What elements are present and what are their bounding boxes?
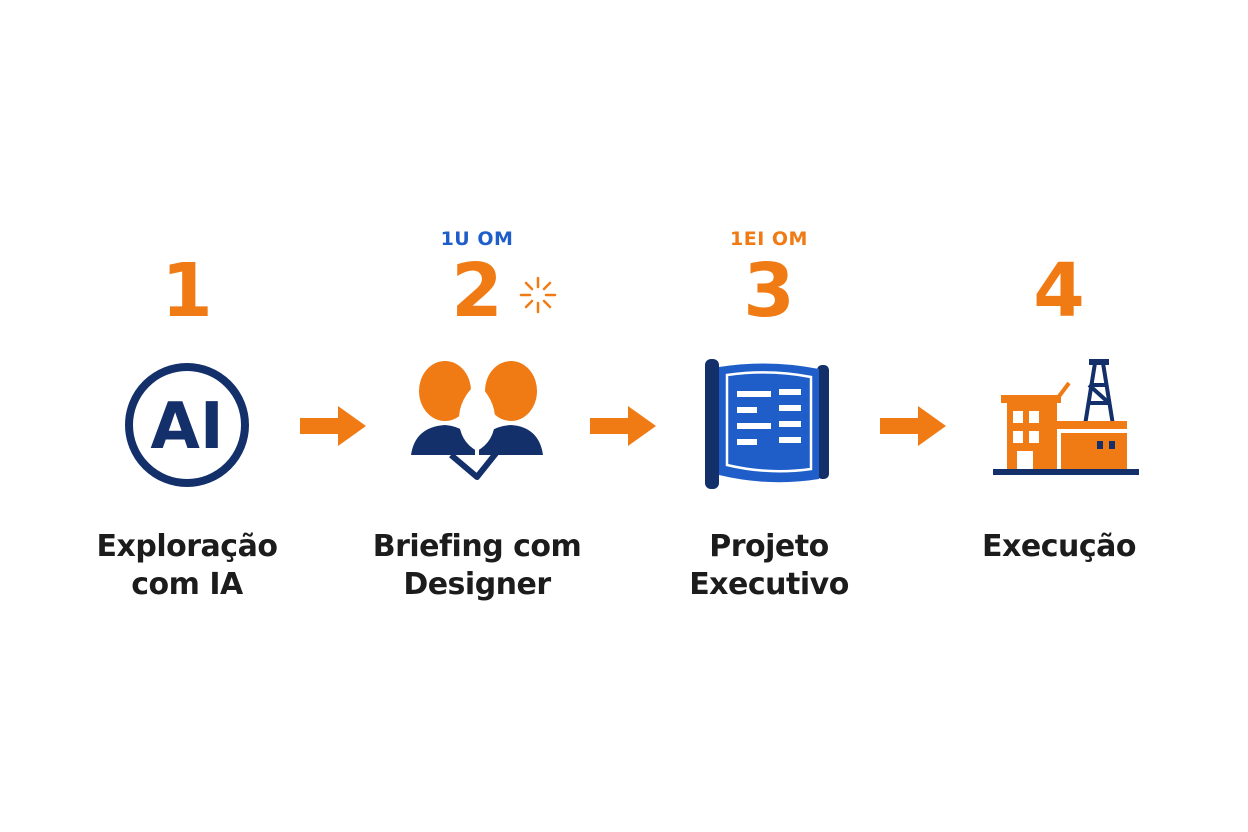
factory-icon <box>993 359 1139 475</box>
people-icon <box>411 361 543 480</box>
step-number: 2 <box>451 248 503 334</box>
step-number: 3 <box>743 248 795 334</box>
arrow-right-icon <box>590 406 656 446</box>
ai-circle-icon: AI <box>125 363 249 487</box>
step-label: Exploração com IA <box>96 529 278 602</box>
step-label: Briefing com Designer <box>372 529 582 602</box>
arrow-right-icon <box>880 406 946 446</box>
sparkle-icon <box>519 276 557 314</box>
step-tag: 1U OM <box>440 228 514 250</box>
ai-icon-text: AI <box>150 390 223 464</box>
step-number: 4 <box>1033 248 1085 334</box>
step-number: 1 <box>161 248 213 334</box>
step-tag: 1EI OM <box>730 228 808 250</box>
blueprint-icon <box>705 359 829 489</box>
step-label: Projeto Executivo <box>689 529 849 602</box>
step-label: Execução <box>982 529 1136 564</box>
arrow-right-icon <box>300 406 366 446</box>
